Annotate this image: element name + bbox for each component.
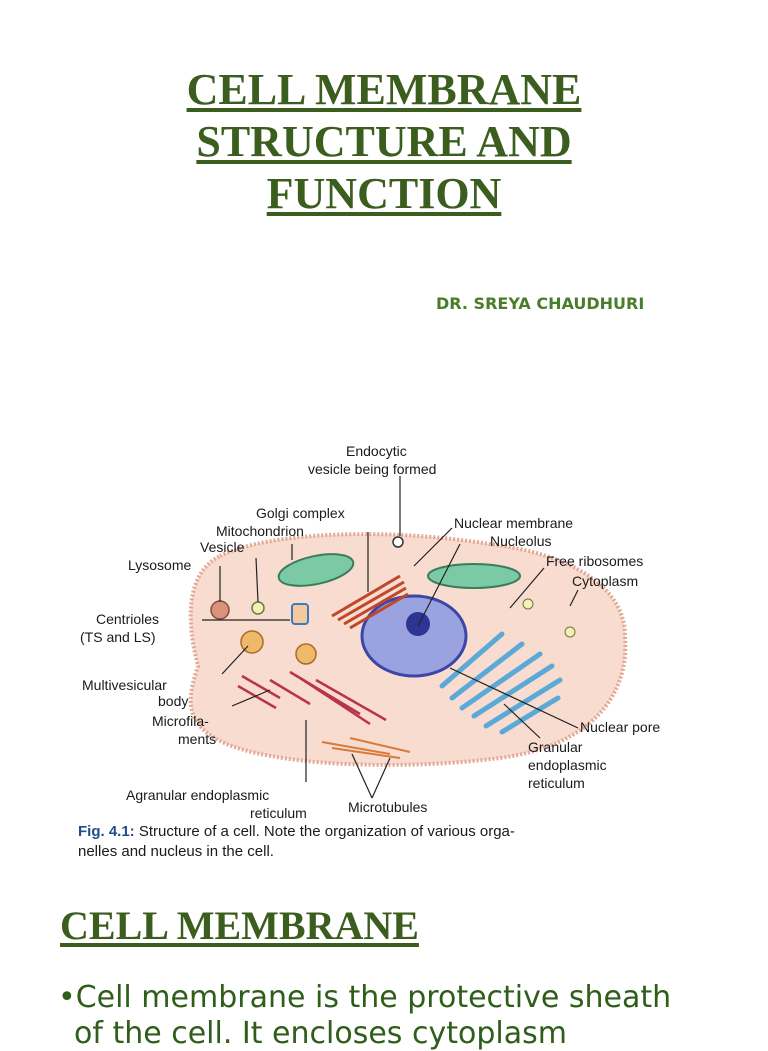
granular-er: [439, 631, 563, 735]
label-centrioles: Centrioles: [96, 611, 159, 627]
label-cytoplasm: Cytoplasm: [572, 573, 638, 589]
label-centrioles-2: (TS and LS): [80, 629, 155, 645]
label-granular-3: reticulum: [528, 775, 585, 791]
author-name: DR. SREYA CHAUDHURI: [436, 294, 645, 313]
label-lysosome: Lysosome: [128, 557, 192, 573]
mitochondrion-1: [277, 553, 355, 587]
label-nucleolus: Nucleolus: [490, 533, 551, 549]
label-vesicle: Vesicle: [200, 539, 245, 555]
label-free-ribosomes: Free ribosomes: [546, 553, 643, 569]
label-microtubules: Microtubules: [348, 799, 427, 815]
centriole: [291, 603, 309, 625]
label-endocytic-2: vesicle being formed: [308, 461, 436, 477]
label-microfila: Microfila-: [152, 713, 209, 729]
golgi-complex: [331, 574, 409, 630]
nucleolus: [406, 612, 430, 636]
caption-text-2: nelles and nucleus in the cell.: [78, 843, 274, 860]
caption-fig-number: Fig. 4.1:: [78, 823, 135, 840]
figure-caption: Fig. 4.1: Structure of a cell. Note the …: [78, 822, 698, 862]
endocytic-vesicle: [392, 536, 404, 548]
microtubules-shape: [321, 737, 411, 759]
page-title: CELL MEMBRANE STRUCTURE AND FUNCTION: [0, 64, 768, 220]
section-heading: CELL MEMBRANE: [60, 903, 419, 948]
caption-text: Structure of a cell. Note the organizati…: [138, 823, 515, 840]
label-granular-2: endoplasmic: [528, 757, 607, 773]
bullet-text: •Cell membrane is the protective sheath: [58, 980, 672, 1015]
cell-diagram: Endocytic vesicle being formed Golgi com…: [80, 443, 660, 821]
label-nuclear-pore: Nuclear pore: [580, 719, 660, 735]
label-multivesicular: Multivesicular: [82, 677, 167, 693]
agranular-er: [237, 670, 387, 726]
multivesicular-body-2: [295, 643, 317, 665]
label-microfila-2: ments: [178, 731, 216, 747]
label-agranular-2: reticulum: [250, 805, 307, 821]
ribosome-dot: [564, 626, 576, 638]
title-line-1: CELL MEMBRANE: [186, 65, 582, 114]
vesicle: [251, 601, 265, 615]
title-line-2: STRUCTURE AND: [196, 117, 572, 166]
lysosome: [210, 600, 230, 620]
label-granular: Granular: [528, 739, 583, 755]
title-line-3: FUNCTION: [266, 169, 502, 218]
label-endocytic: Endocytic: [346, 443, 407, 459]
label-mitochondrion: Mitochondrion: [216, 523, 304, 539]
mitochondrion-2: [427, 563, 521, 589]
label-agranular: Agranular endoplasmic: [126, 787, 269, 803]
nucleus: [360, 594, 468, 678]
label-nuclear-membrane: Nuclear membrane: [454, 515, 573, 531]
ribosome-dot: [522, 598, 534, 610]
bullet-text-continued: of the cell. It encloses cytoplasm: [74, 1016, 567, 1051]
label-golgi: Golgi complex: [256, 505, 345, 521]
label-multivesicular-2: body: [158, 693, 188, 709]
